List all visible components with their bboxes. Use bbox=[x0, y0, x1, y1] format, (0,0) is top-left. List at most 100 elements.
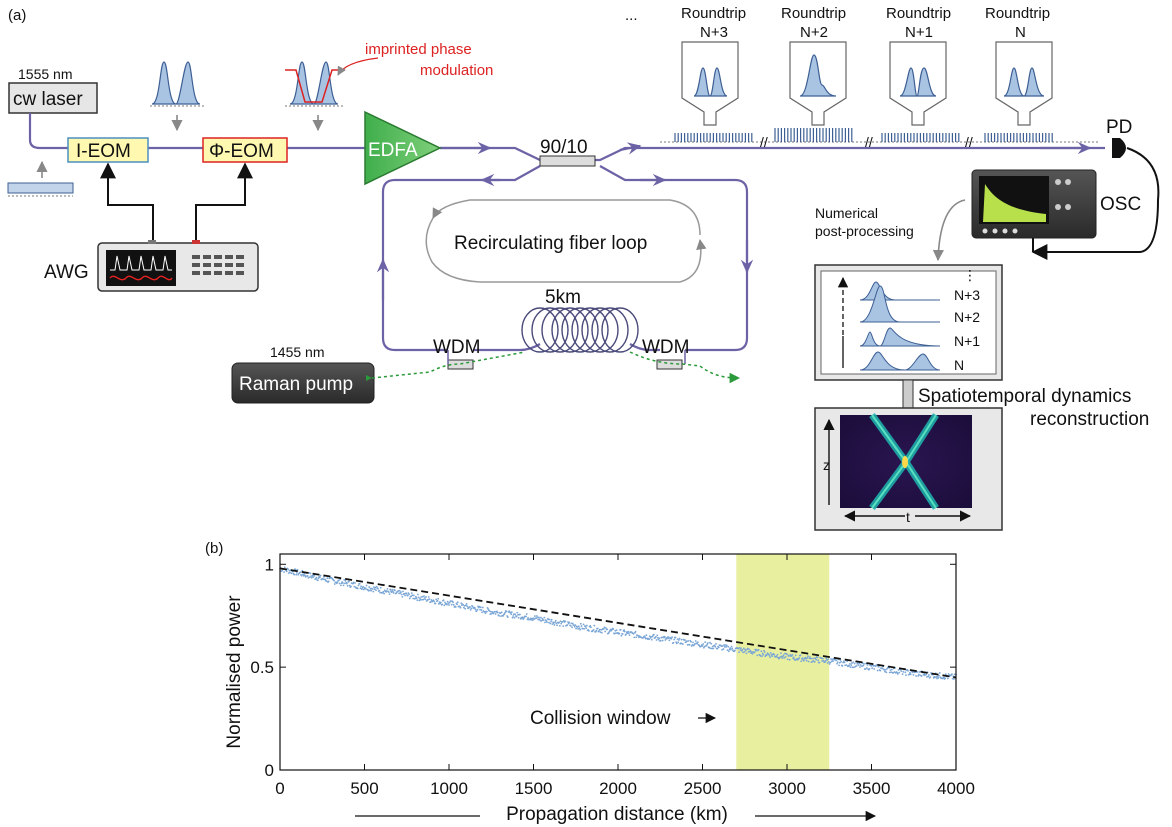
data-point bbox=[480, 609, 483, 611]
data-point bbox=[354, 582, 356, 584]
data-point bbox=[300, 574, 303, 577]
roundtrip-panel: Roundtrip N+3 bbox=[681, 5, 746, 126]
data-point bbox=[829, 661, 832, 664]
pump-path bbox=[371, 351, 738, 378]
t-axis-label: t bbox=[906, 509, 910, 525]
data-point bbox=[711, 645, 714, 648]
data-point bbox=[789, 653, 792, 656]
data-point bbox=[814, 657, 817, 660]
y-tick-label: 1 bbox=[265, 555, 274, 574]
data-point bbox=[806, 657, 809, 659]
collision-window-band bbox=[736, 554, 830, 770]
data-point bbox=[780, 655, 783, 658]
x-tick-label: 500 bbox=[350, 779, 378, 798]
data-point bbox=[488, 610, 491, 612]
data-point bbox=[549, 622, 552, 625]
data-point bbox=[678, 637, 681, 640]
data-point bbox=[402, 590, 404, 593]
data-point bbox=[571, 622, 574, 625]
i-eom-box: I-EOM bbox=[67, 137, 149, 163]
data-point bbox=[577, 625, 580, 628]
data-point bbox=[727, 650, 730, 653]
data-point bbox=[786, 653, 788, 656]
cw-trace-icon bbox=[7, 160, 74, 197]
data-point bbox=[496, 611, 499, 614]
data-point bbox=[755, 648, 758, 651]
data-point bbox=[908, 673, 911, 676]
data-point bbox=[476, 608, 479, 611]
phase-note-arrow bbox=[337, 57, 379, 76]
data-point bbox=[663, 635, 666, 638]
data-point bbox=[427, 598, 429, 601]
data-point bbox=[589, 624, 592, 627]
data-point bbox=[907, 670, 909, 672]
data-point bbox=[604, 627, 607, 629]
data-point bbox=[602, 628, 605, 630]
data-point bbox=[763, 651, 766, 653]
data-point bbox=[580, 625, 583, 627]
data-point bbox=[318, 576, 321, 579]
data-point bbox=[675, 642, 678, 645]
data-point bbox=[951, 673, 953, 676]
data-point bbox=[469, 609, 472, 611]
stack-dots: ⋮ bbox=[963, 267, 977, 283]
roundtrip-n: N+2 bbox=[800, 24, 828, 41]
data-point bbox=[827, 658, 830, 661]
awg-instrument bbox=[97, 240, 259, 292]
data-point bbox=[382, 590, 385, 593]
data-point bbox=[844, 664, 847, 667]
data-point bbox=[333, 579, 335, 582]
data-point bbox=[470, 607, 473, 610]
data-point bbox=[862, 664, 865, 667]
data-point bbox=[310, 576, 313, 579]
data-point bbox=[828, 660, 830, 663]
data-point bbox=[740, 647, 742, 650]
data-point bbox=[348, 580, 350, 583]
data-point bbox=[890, 671, 893, 674]
data-point bbox=[621, 633, 624, 635]
data-point bbox=[550, 620, 552, 623]
data-point bbox=[338, 582, 341, 585]
data-point bbox=[556, 624, 559, 627]
coupler-label: 90/10 bbox=[540, 137, 588, 158]
data-point bbox=[815, 658, 817, 661]
data-point bbox=[465, 603, 468, 605]
data-point bbox=[853, 666, 855, 669]
data-point bbox=[901, 673, 904, 676]
data-point bbox=[598, 628, 601, 631]
data-point bbox=[725, 644, 728, 647]
data-point bbox=[782, 655, 784, 658]
data-point bbox=[561, 620, 564, 623]
data-point bbox=[900, 670, 903, 673]
data-point bbox=[807, 655, 809, 658]
pump-wavelength: 1455 nm bbox=[270, 344, 324, 360]
data-point bbox=[670, 637, 673, 640]
data-point bbox=[618, 632, 621, 635]
data-point bbox=[788, 658, 791, 661]
data-point bbox=[905, 674, 907, 677]
phi-eom-box: Φ-EOM bbox=[202, 137, 288, 163]
data-point bbox=[775, 655, 778, 658]
data-point bbox=[897, 669, 900, 671]
data-point bbox=[873, 668, 876, 670]
data-point bbox=[898, 671, 901, 674]
collision-window-label: Collision window bbox=[530, 708, 671, 729]
data-point bbox=[303, 573, 306, 575]
data-point bbox=[779, 656, 782, 659]
data-point bbox=[344, 580, 347, 582]
data-point bbox=[799, 654, 802, 657]
data-point bbox=[341, 582, 344, 584]
laser-wavelength: 1555 nm bbox=[18, 66, 72, 82]
data-point bbox=[391, 590, 394, 593]
data-point bbox=[749, 649, 752, 652]
data-point bbox=[807, 660, 810, 663]
data-point bbox=[483, 611, 486, 613]
data-point bbox=[927, 675, 930, 678]
data-point bbox=[494, 610, 496, 613]
data-point bbox=[889, 669, 892, 672]
data-point bbox=[500, 611, 503, 614]
data-point bbox=[824, 660, 827, 662]
data-point bbox=[951, 677, 954, 680]
data-point bbox=[702, 643, 705, 645]
data-point bbox=[661, 639, 664, 642]
